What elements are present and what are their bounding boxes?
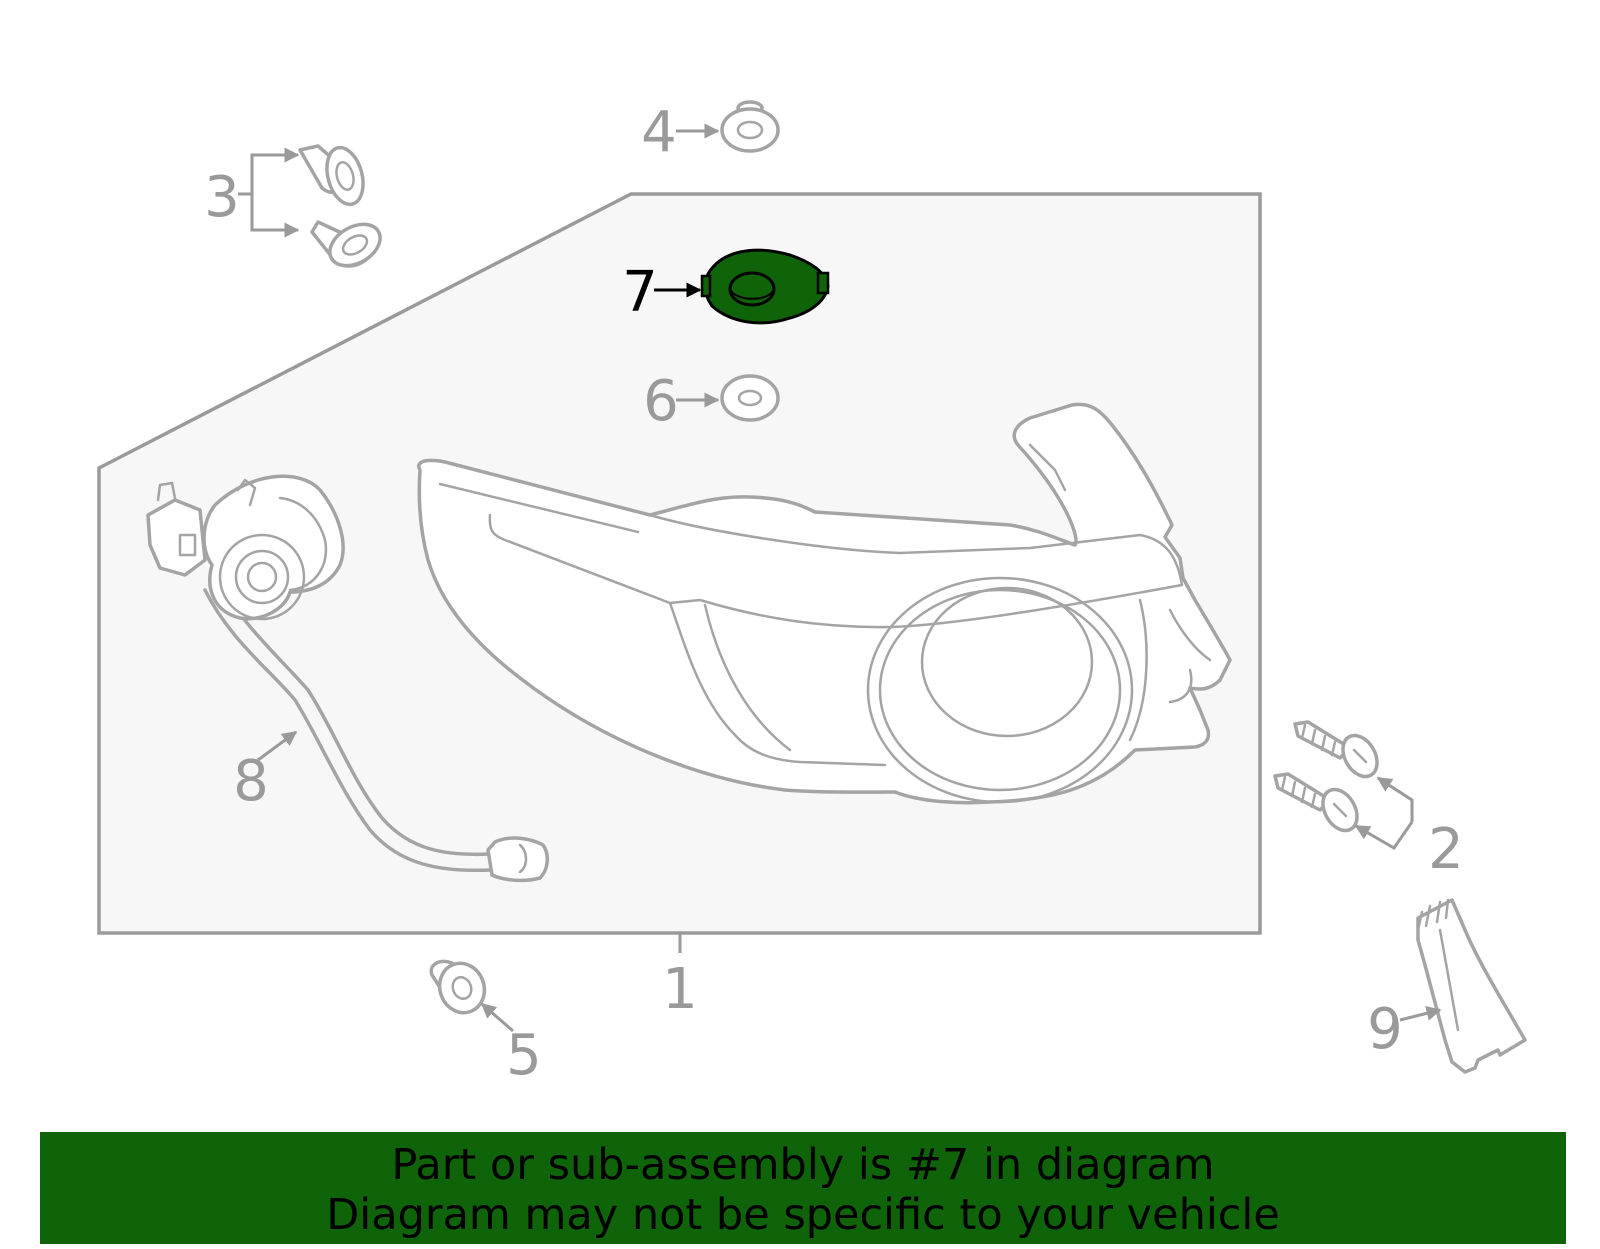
callout-5: 5 (506, 1023, 542, 1088)
leader-line-8 (257, 730, 298, 762)
info-banner: Part or sub-assembly is #7 in diagram Di… (40, 1132, 1566, 1244)
callout-4: 4 (641, 100, 677, 165)
callout-6: 6 (643, 369, 679, 434)
banner-line-part: Part or sub-assembly is #7 in diagram (391, 1140, 1215, 1190)
grommet-5 (429, 959, 514, 1033)
banner-line-disclaimer: Diagram may not be specific to your vehi… (326, 1190, 1280, 1240)
grommet-6 (676, 374, 780, 422)
callout-2: 2 (1428, 817, 1464, 882)
callout-8: 8 (233, 749, 269, 814)
callout-3: 3 (204, 165, 240, 230)
grommet-4 (676, 100, 780, 153)
screws (1273, 720, 1414, 850)
callout-9: 9 (1367, 997, 1403, 1062)
headlamp-assembly (417, 402, 1232, 805)
callout-7: 7 (622, 260, 658, 325)
bracket (1399, 898, 1527, 1074)
highlighted-cap-part-7[interactable] (654, 248, 830, 325)
retainer-clips (238, 144, 382, 268)
bulb-socket-harness (146, 474, 549, 883)
callout-1: 1 (662, 957, 698, 1022)
